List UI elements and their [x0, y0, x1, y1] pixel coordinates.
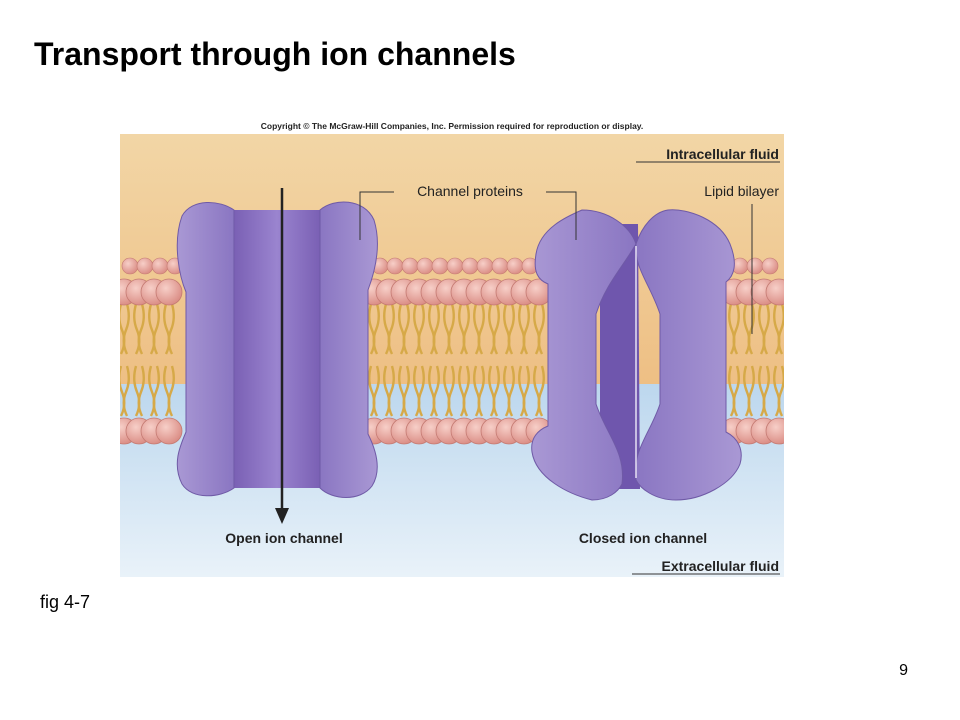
phospholipid-head: [765, 417, 784, 445]
lipid-tail: [732, 303, 740, 355]
phospholipid-head: [446, 257, 464, 275]
phospholipid-head: [761, 257, 779, 275]
lipid-tail: [372, 365, 380, 417]
leader-lines: [359, 161, 780, 575]
lipid-tail: [402, 303, 410, 355]
phospholipid-head: [136, 257, 154, 275]
lipid-tail: [447, 303, 455, 355]
ion-flow-arrowhead: [275, 508, 289, 524]
lipid-tail: [747, 365, 755, 417]
lipid-tail: [122, 303, 130, 355]
lipid-tail: [477, 303, 485, 355]
copyright-notice: Copyright © The McGraw-Hill Companies, I…: [260, 121, 644, 131]
lipid-tail: [492, 365, 500, 417]
leader-channel-protein-right: [546, 191, 577, 240]
lipid-tail: [537, 303, 545, 355]
label-closed-ion-channel: Closed ion channel: [579, 530, 707, 546]
phospholipid-head: [461, 257, 479, 275]
figure-caption: fig 4-7: [40, 592, 91, 612]
label-lipid-bilayer: Lipid bilayer: [704, 183, 779, 199]
label-open-ion-channel: Open ion channel: [225, 530, 342, 546]
lipid-tail: [777, 303, 784, 355]
phospholipid-head: [476, 257, 494, 275]
lipid-tail: [477, 365, 485, 417]
lipid-tail: [732, 365, 740, 417]
label-channel-proteins: Channel proteins: [417, 183, 523, 199]
lipid-tail: [387, 365, 395, 417]
lipid-tail: [372, 303, 380, 355]
lipid-tail: [387, 303, 395, 355]
lipid-tail: [762, 303, 770, 355]
closed-ion-channel: [531, 209, 742, 501]
lipid-tail: [747, 303, 755, 355]
lipid-tail: [417, 303, 425, 355]
lipid-tail: [152, 365, 160, 417]
phospholipid-head: [765, 278, 784, 306]
lipid-tail: [522, 303, 530, 355]
closed-channel-left-subunit: [531, 209, 637, 501]
lipid-tail: [122, 365, 130, 417]
open-channel-pore: [234, 210, 320, 488]
page-number: 9: [899, 662, 908, 679]
lipid-tail: [432, 303, 440, 355]
label-intracellular-fluid: Intracellular fluid: [666, 146, 779, 162]
lipid-tail: [167, 365, 175, 417]
lipid-tail: [432, 365, 440, 417]
phospholipid-head: [746, 257, 764, 275]
lipid-tail: [167, 303, 175, 355]
lipid-tail: [537, 365, 545, 417]
slide-title: Transport through ion channels: [34, 36, 516, 72]
lipid-tail: [447, 365, 455, 417]
lipid-tail: [402, 365, 410, 417]
open-ion-channel: [176, 188, 378, 524]
leader-channel-protein-left: [359, 191, 394, 240]
lipid-tail: [137, 303, 145, 355]
lipid-tail: [777, 365, 784, 417]
lipid-tail: [762, 365, 770, 417]
lipid-tail: [137, 365, 145, 417]
phospholipid-head: [155, 417, 183, 445]
lipid-tail: [462, 303, 470, 355]
phospholipid-head: [155, 278, 183, 306]
open-channel-right-subunit: [319, 201, 378, 498]
ion-channel-figure: Intracellular fluid Channel proteins Lip…: [120, 134, 784, 577]
phospholipid-head: [386, 257, 404, 275]
phospholipid-head: [121, 257, 139, 275]
phospholipid-head: [401, 257, 419, 275]
phospholipid-head: [506, 257, 524, 275]
lipid-tail: [492, 303, 500, 355]
phospholipid-head: [416, 257, 434, 275]
phospholipid-head: [151, 257, 169, 275]
phospholipid-head: [431, 257, 449, 275]
phospholipid-head: [491, 257, 509, 275]
closed-channel-core: [600, 224, 640, 489]
lipid-tail: [417, 365, 425, 417]
label-extracellular-fluid: Extracellular fluid: [662, 558, 779, 574]
lipid-tail: [522, 365, 530, 417]
open-channel-left-subunit: [176, 201, 235, 497]
lipid-tail: [152, 303, 160, 355]
lipid-tail: [462, 365, 470, 417]
lipid-tail: [507, 365, 515, 417]
lipid-tail: [507, 303, 515, 355]
closed-channel-right-subunit: [634, 209, 742, 501]
